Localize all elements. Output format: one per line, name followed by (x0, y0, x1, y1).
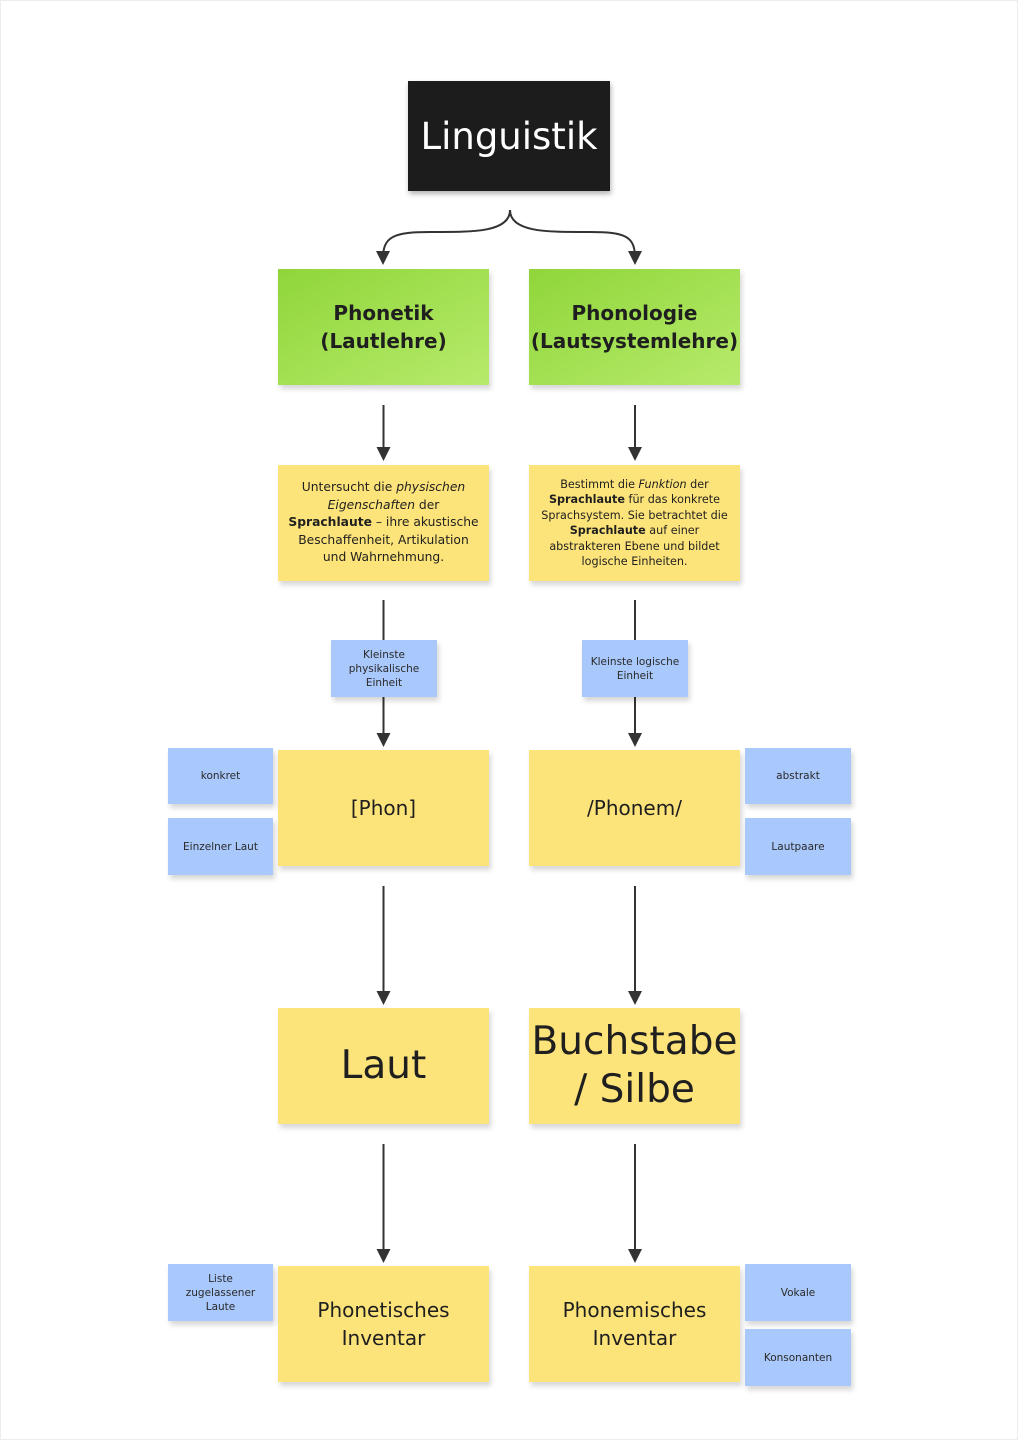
desc-right-italic: Funktion (638, 477, 687, 491)
phonetik-header-line1: Phonetik (333, 301, 434, 325)
title-text: Linguistik (420, 114, 598, 158)
unit-label-right: Kleinste logische Einheit (582, 640, 688, 697)
desc-left-bold: Sprachlaute (288, 515, 372, 530)
desc-right-bold-1: Sprachlaute (548, 493, 625, 506)
note-konkret-text: konkret (200, 770, 241, 782)
laut-text: Laut (340, 1043, 427, 1088)
phonologie-description: Bestimmt die Funktion der Sprachlaute fü… (529, 465, 740, 581)
note-konsonanten-text: Konsonanten (763, 1351, 833, 1364)
brace-arrow-left (376, 209, 511, 265)
phonologie-header-line1: Phonologie (571, 301, 698, 325)
phonem-box: /Phonem/ (529, 750, 740, 866)
buchstabe-text: Buchstabe (531, 1019, 738, 1064)
note-liste-text: Liste zugelassener Laute (185, 1272, 256, 1313)
desc-right-text-4: auf einer abstrakteren Ebene und bildet … (549, 524, 720, 568)
note-lautpaare-text: Lautpaare (771, 840, 825, 853)
desc-right-text-2: der (686, 477, 709, 491)
note-lautpaare: Lautpaare (745, 818, 851, 875)
phonem-text: /Phonem/ (587, 796, 682, 820)
desc-left-italic: physischen Eigenschaften (327, 480, 466, 512)
note-abstrakt: abstrakt (745, 748, 851, 804)
unit-label-right-text: Kleinste logische Einheit (590, 655, 680, 682)
note-einzelner-laut: Einzelner Laut (168, 818, 273, 875)
note-liste-zugelassener-laute: Liste zugelassener Laute (168, 1264, 273, 1321)
phonetisches-inventar-line1: Phonetisches (317, 1298, 450, 1322)
phonemisches-inventar-box: Phonemisches Inventar (529, 1266, 740, 1382)
note-vokale-text: Vokale (780, 1286, 816, 1299)
desc-left-text-3: – ihre akustische Beschaffenheit, Artiku… (298, 515, 479, 565)
brace-arrow-right (509, 209, 642, 265)
phonetisches-inventar-line2: Inventar (341, 1326, 426, 1350)
desc-right-text-1: Bestimmt die (560, 477, 639, 491)
phonetisches-inventar-box: Phonetisches Inventar (278, 1266, 489, 1382)
phonetik-header: Phonetik (Lautlehre) (278, 269, 489, 385)
phonetik-header-line2: (Lautlehre) (320, 329, 447, 353)
phonemisches-inventar-line1: Phonemisches (562, 1298, 707, 1322)
phonetik-description: Untersucht die physischen Eigenschaften … (278, 465, 489, 581)
note-vokale: Vokale (745, 1264, 851, 1321)
phon-text: [Phon] (350, 796, 417, 820)
note-konsonanten: Konsonanten (745, 1329, 851, 1386)
unit-label-left: Kleinste physikalische Einheit (331, 640, 437, 697)
title-box: Linguistik (408, 81, 610, 191)
phon-box: [Phon] (278, 750, 489, 866)
buchstabe-silbe-box: Buchstabe / Silbe (529, 1008, 740, 1124)
phonologie-header-line2: (Lautsystemlehre) (530, 329, 739, 353)
note-einzelner-laut-text: Einzelner Laut (183, 840, 258, 853)
phonologie-header: Phonologie (Lautsystemlehre) (529, 269, 740, 385)
desc-left-text-2: der (415, 497, 440, 512)
unit-label-left-text: Kleinste physikalische Einheit (348, 648, 420, 689)
note-abstrakt-text: abstrakt (776, 770, 820, 782)
note-konkret: konkret (168, 748, 273, 804)
desc-left-text-1: Untersucht die (301, 480, 397, 495)
desc-right-bold-2: Sprachlaute (569, 524, 646, 537)
laut-box: Laut (278, 1008, 489, 1124)
silbe-text: / Silbe (574, 1067, 695, 1112)
phonemisches-inventar-line2: Inventar (592, 1326, 677, 1350)
desc-right-text-3: für das konkrete Sprachsystem. Sie betra… (541, 493, 728, 522)
